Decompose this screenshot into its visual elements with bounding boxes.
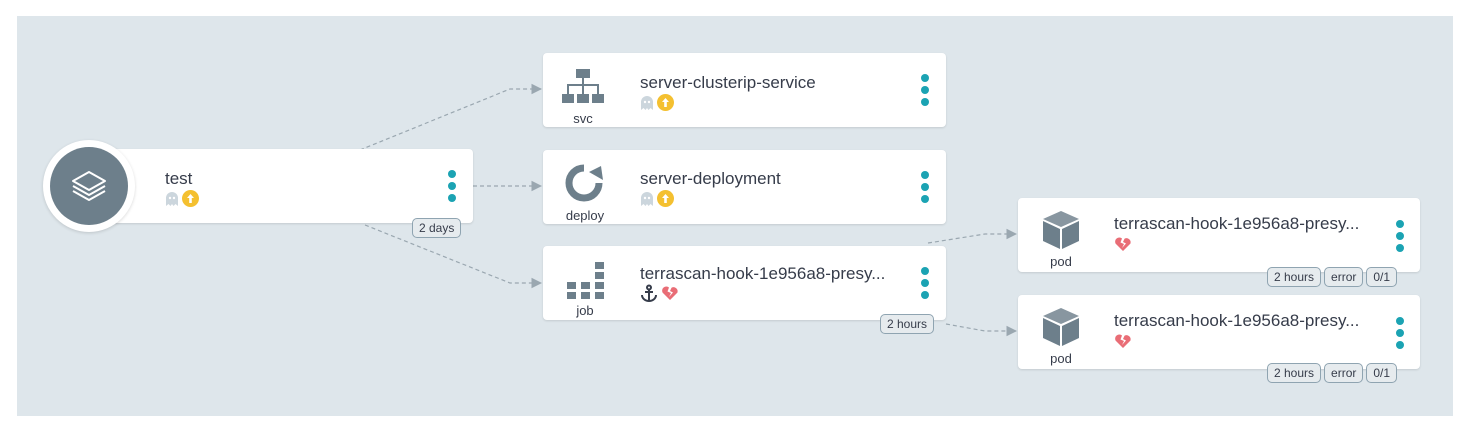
grid-icon [567,262,604,299]
heart-broken-icon [1115,237,1131,251]
job-status [640,284,679,302]
pod2-kind-label: pod [1050,351,1072,366]
layers-icon [72,171,106,201]
pod2-status [1114,333,1132,349]
pod2-title: terrascan-hook-1e956a8-presy... [1114,311,1360,330]
job-title: terrascan-hook-1e956a8-presy... [640,264,886,283]
pod-node-1[interactable]: pod terrascan-hook-1e956a8-presy... [1018,198,1420,272]
app-badges: 2 days [412,218,462,238]
svc-node[interactable]: svc server-clusterip-service [543,53,946,127]
svc-menu-button[interactable] [919,74,931,106]
cube-icon [1043,211,1079,249]
job-kind-label: job [576,303,594,318]
age-badge: 2 days [412,218,462,238]
pod2-menu-button[interactable] [1394,317,1406,349]
anchor-icon [641,284,657,302]
pod-node-2[interactable]: pod terrascan-hook-1e956a8-presy... [1018,295,1420,369]
age-badge: 2 hours [880,314,935,334]
app-node[interactable]: test [84,149,473,223]
sync-arrow-up-icon [657,190,674,207]
pod1-badges: 2 hours error 0/1 [1267,267,1398,287]
app-menu-button[interactable] [446,170,458,202]
pod1-kind-label: pod [1050,254,1072,269]
ready-badge: 0/1 [1366,363,1398,383]
job-menu-button[interactable] [919,267,931,299]
heart-broken-icon [662,286,678,300]
deploy-kind-label: deploy [565,208,605,223]
pod1-menu-button[interactable] [1394,220,1406,252]
pod1-status [1114,236,1132,252]
sync-arrow-up-icon [182,190,199,207]
status-badge: error [1324,363,1364,383]
cube-icon [1043,308,1079,346]
deploy-status [640,190,674,207]
ghost-icon [641,95,653,110]
pod2-badges: 2 hours error 0/1 [1267,363,1398,383]
age-badge: 2 hours [1267,363,1322,383]
ready-badge: 0/1 [1366,267,1398,287]
ghost-icon [641,191,653,206]
ghost-icon [166,191,178,206]
svc-title: server-clusterip-service [640,73,816,92]
sync-arrow-up-icon [657,94,674,111]
svc-status [640,94,674,111]
svc-kind-label: svc [573,111,593,126]
refresh-icon [565,164,603,202]
app-icon-circle [43,140,135,232]
pod1-title: terrascan-hook-1e956a8-presy... [1114,214,1360,233]
deploy-node[interactable]: deploy server-deployment [543,150,946,224]
status-badge: error [1324,267,1364,287]
app-status [165,190,199,207]
deploy-title: server-deployment [640,169,781,188]
age-badge: 2 hours [1267,267,1322,287]
job-node[interactable]: job terrascan-hook-1e956a8-presy... [543,246,946,320]
sitemap-icon [562,69,604,103]
job-badges: 2 hours [880,314,935,334]
app-title: test [165,169,193,188]
heart-broken-icon [1115,334,1131,348]
deploy-menu-button[interactable] [919,171,931,203]
